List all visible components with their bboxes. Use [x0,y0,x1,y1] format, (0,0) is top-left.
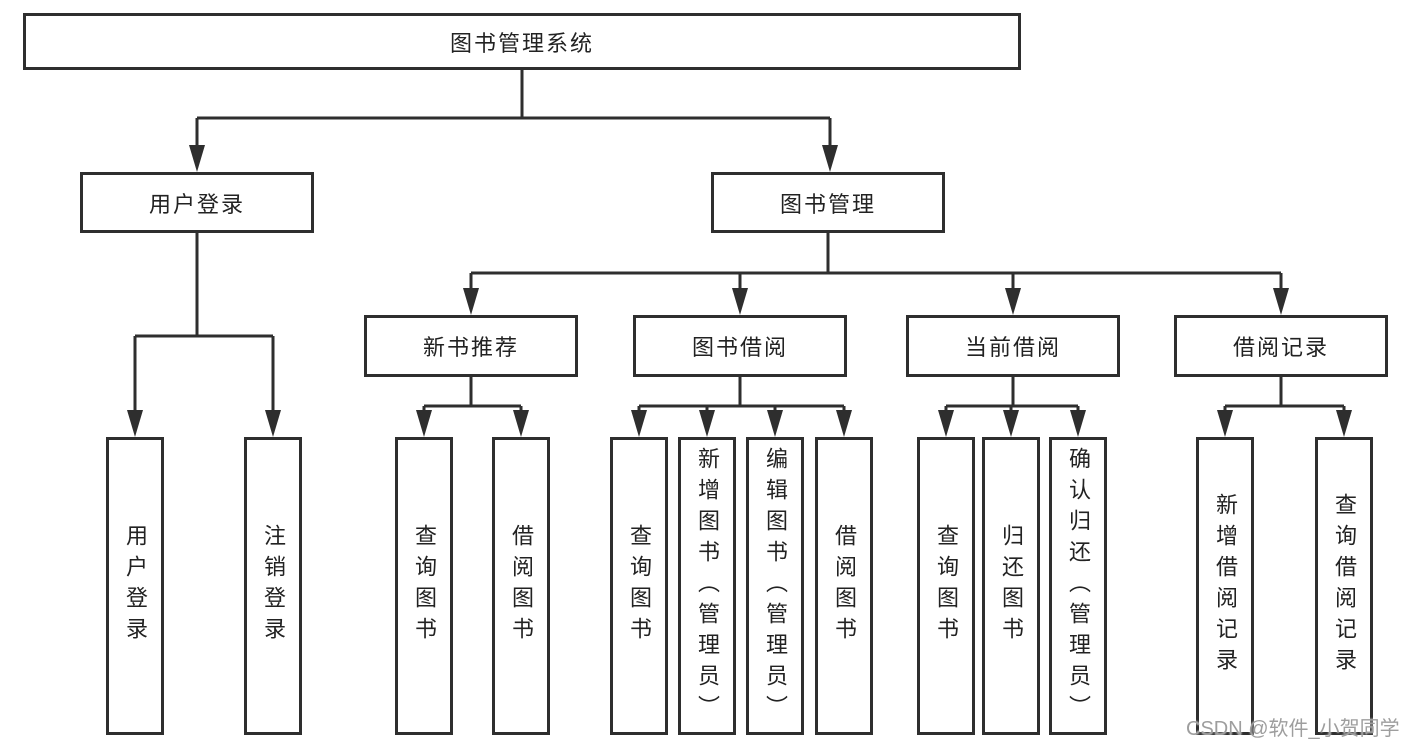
leaf-query-books-recommend: 查询图书 [395,437,453,735]
arrowhead-icon [732,288,748,315]
leaf-query-books-borrow: 查询图书 [610,437,668,735]
leaf-query-borrow-record: 查询借阅记录 [1315,437,1373,735]
node-current-borrow-label: 当前借阅 [964,335,1061,360]
node-book-borrow: 图书借阅 [633,315,847,377]
node-root-system-label: 图书管理系统 [449,30,594,56]
leaf-query-books-current: 查询图书 [917,437,975,735]
leaf-borrow-books: 借阅图书 [815,437,873,735]
arrowhead-icon [631,410,647,437]
node-book-management-label: 图书管理 [779,191,876,217]
leaf-edit-books-admin: 编辑图书（管理员） [746,437,804,735]
arrowhead-icon [767,410,783,437]
leaf-query-books-current-label: 查询图书 [934,524,959,648]
arrowhead-icon [463,288,479,315]
node-borrow-records-label: 借阅记录 [1232,335,1329,360]
leaf-edit-books-admin-label: 编辑图书（管理员） [763,446,788,726]
node-user-login-label: 用户登录 [148,191,245,217]
leaf-add-books-admin: 新增图书（管理员） [678,437,736,735]
arrowhead-icon [822,145,838,172]
leaf-return-books: 归还图书 [982,437,1040,735]
connector-new-book-rec [422,377,523,413]
leaf-logout-label: 注销登录 [261,524,286,648]
arrowhead-icon [938,410,954,437]
node-root-system: 图书管理系统 [23,13,1021,70]
node-book-borrow-label: 图书借阅 [691,335,788,360]
node-user-login: 用户登录 [80,172,314,233]
leaf-add-borrow-record: 新增借阅记录 [1196,437,1254,735]
leaf-logout: 注销登录 [244,437,302,735]
connector-book-mgmt [469,233,1283,292]
arrowhead-icon [1070,410,1086,437]
arrowhead-icon [416,410,432,437]
arrowhead-icon [1003,410,1019,437]
arrowhead-icon [513,410,529,437]
csdn-watermark: CSDN @软件_小贺同学 [1186,718,1400,740]
leaf-borrow-books-recommend: 借阅图书 [492,437,550,735]
leaf-add-books-admin-label: 新增图书（管理员） [695,446,720,726]
leaf-query-books-recommend-label: 查询图书 [412,524,437,648]
leaf-confirm-return-admin: 确认归还（管理员） [1049,437,1107,735]
connector-user-login [133,233,275,413]
connector-root [195,69,832,148]
arrowhead-icon [1217,410,1233,437]
leaf-return-books-label: 归还图书 [999,524,1024,648]
connector-current-borrow [944,377,1080,413]
leaf-user-login: 用户登录 [106,437,164,735]
arrowhead-icon [699,410,715,437]
arrowhead-icon [189,145,205,172]
arrowhead-icon [836,410,852,437]
node-current-borrow: 当前借阅 [906,315,1120,377]
leaf-confirm-return-admin-label: 确认归还（管理员） [1066,446,1091,726]
node-borrow-records: 借阅记录 [1174,315,1388,377]
leaf-query-borrow-record-label: 查询借阅记录 [1332,493,1357,679]
arrowhead-icon [265,410,281,437]
arrowhead-icon [1005,288,1021,315]
leaf-query-books-borrow-label: 查询图书 [627,524,652,648]
leaf-user-login-label: 用户登录 [123,524,148,648]
arrowhead-icon [127,410,143,437]
node-new-book-recommend: 新书推荐 [364,315,578,377]
leaf-borrow-books-label: 借阅图书 [832,524,857,648]
connector-book-borrow [637,377,846,413]
node-book-management: 图书管理 [711,172,945,233]
leaf-borrow-books-recommend-label: 借阅图书 [509,524,534,648]
leaf-add-borrow-record-label: 新增借阅记录 [1213,493,1238,679]
arrowhead-icon [1273,288,1289,315]
arrowhead-icon [1336,410,1352,437]
node-new-book-recommend-label: 新书推荐 [422,335,519,360]
connector-borrow-records [1223,377,1346,413]
